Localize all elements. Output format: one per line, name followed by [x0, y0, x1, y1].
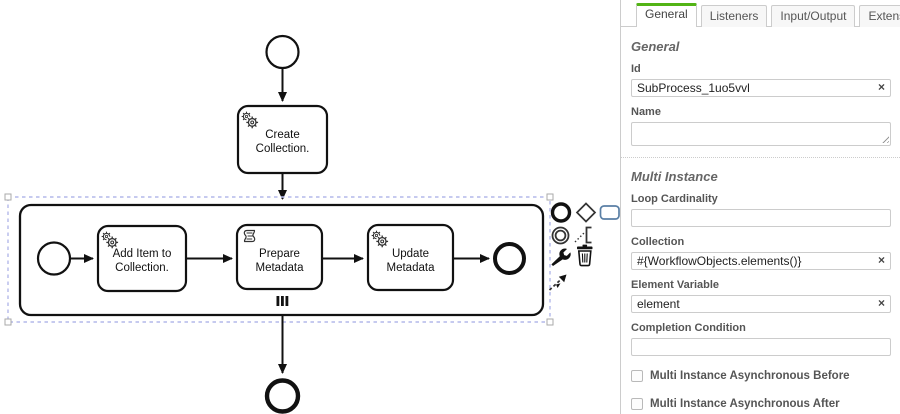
async-before-row: Multi Instance Asynchronous Before [631, 370, 891, 382]
task-add-item[interactable]: Add Item to Collection. [96, 224, 188, 293]
end-event[interactable] [264, 378, 301, 414]
append-task-icon[interactable] [599, 205, 620, 220]
append-intermediate-event-icon[interactable] [551, 226, 570, 245]
script-task-icon [243, 229, 256, 243]
async-before-label: Multi Instance Asynchronous Before [650, 370, 850, 382]
id-input[interactable] [631, 79, 891, 97]
subprocess-start-event[interactable] [36, 241, 72, 276]
task-prepare-metadata[interactable]: Prepare Metadata [235, 223, 324, 291]
element-variable-input[interactable] [631, 295, 891, 313]
tab-input-output[interactable]: Input/Output [771, 5, 856, 27]
properties-panel: General Listeners Input/Output Extension… [620, 0, 900, 414]
subprocess-end-event[interactable] [493, 242, 526, 275]
name-input[interactable] [631, 122, 891, 146]
task-create-collection[interactable]: Create Collection. [236, 104, 329, 175]
task-label: Add Item to [113, 248, 172, 260]
collection-label: Collection [631, 236, 685, 248]
task-label: Create [265, 129, 300, 141]
async-after-row: Multi Instance Asynchronous After [631, 398, 891, 410]
task-label: Metadata [387, 262, 436, 274]
append-text-annotation-icon[interactable] [574, 226, 592, 244]
completion-condition-label: Completion Condition [631, 322, 746, 334]
wrench-icon[interactable] [551, 248, 571, 266]
completion-condition-field: Completion Condition [631, 322, 891, 356]
multi-instance-section-title: Multi Instance [631, 169, 718, 184]
multi-instance-marker [276, 296, 289, 306]
resize-handle-sw [4, 318, 12, 326]
loop-cardinality-input[interactable] [631, 209, 891, 227]
task-label: Collection. [256, 143, 310, 155]
async-after-label: Multi Instance Asynchronous After [650, 398, 840, 410]
clear-icon[interactable]: × [877, 253, 885, 267]
tab-general[interactable]: General [636, 3, 697, 27]
resize-handle-nw [4, 193, 12, 201]
connect-icon[interactable] [548, 274, 567, 291]
resize-handles[interactable] [4, 193, 554, 326]
properties-tabs-bar: General Listeners Input/Output Extension… [621, 0, 900, 27]
resize-handle-se [546, 318, 554, 326]
clear-icon[interactable]: × [877, 296, 885, 310]
tab-extensions[interactable]: Extensions [859, 5, 900, 27]
general-section-title: General [631, 39, 680, 54]
collection-input[interactable] [631, 252, 891, 270]
name-field: Name [631, 106, 891, 146]
clear-icon[interactable]: × [877, 80, 885, 94]
task-label: Metadata [256, 262, 305, 274]
task-label: Prepare [259, 248, 300, 260]
context-pad [548, 202, 620, 291]
loop-cardinality-label: Loop Cardinality [631, 193, 718, 205]
append-end-event-icon[interactable] [550, 202, 572, 223]
name-label: Name [631, 106, 661, 118]
start-event[interactable] [265, 34, 300, 70]
properties-content: General Id × Name Multi Instance Loop Ca… [621, 27, 900, 414]
tab-listeners[interactable]: Listeners [700, 5, 768, 27]
resize-grip-icon[interactable] [880, 134, 889, 143]
loop-cardinality-field: Loop Cardinality [631, 193, 891, 227]
append-gateway-icon[interactable] [575, 202, 597, 223]
section-divider [621, 157, 900, 158]
resize-handle-ne [546, 193, 554, 201]
collection-field: Collection × [631, 236, 891, 270]
element-variable-field: Element Variable × [631, 279, 891, 313]
task-label: Update [392, 248, 429, 260]
task-label: Collection. [115, 262, 169, 274]
id-field: Id × [631, 63, 891, 97]
trash-icon[interactable] [577, 244, 593, 267]
async-before-checkbox[interactable] [631, 370, 643, 382]
id-label: Id [631, 63, 641, 75]
async-after-checkbox[interactable] [631, 398, 643, 410]
selection-outline [7, 196, 551, 323]
diagram-canvas[interactable]: Create Collection. [0, 0, 620, 414]
completion-condition-input[interactable] [631, 338, 891, 356]
task-update-metadata[interactable]: Update Metadata [366, 223, 455, 292]
element-variable-label: Element Variable [631, 279, 720, 291]
